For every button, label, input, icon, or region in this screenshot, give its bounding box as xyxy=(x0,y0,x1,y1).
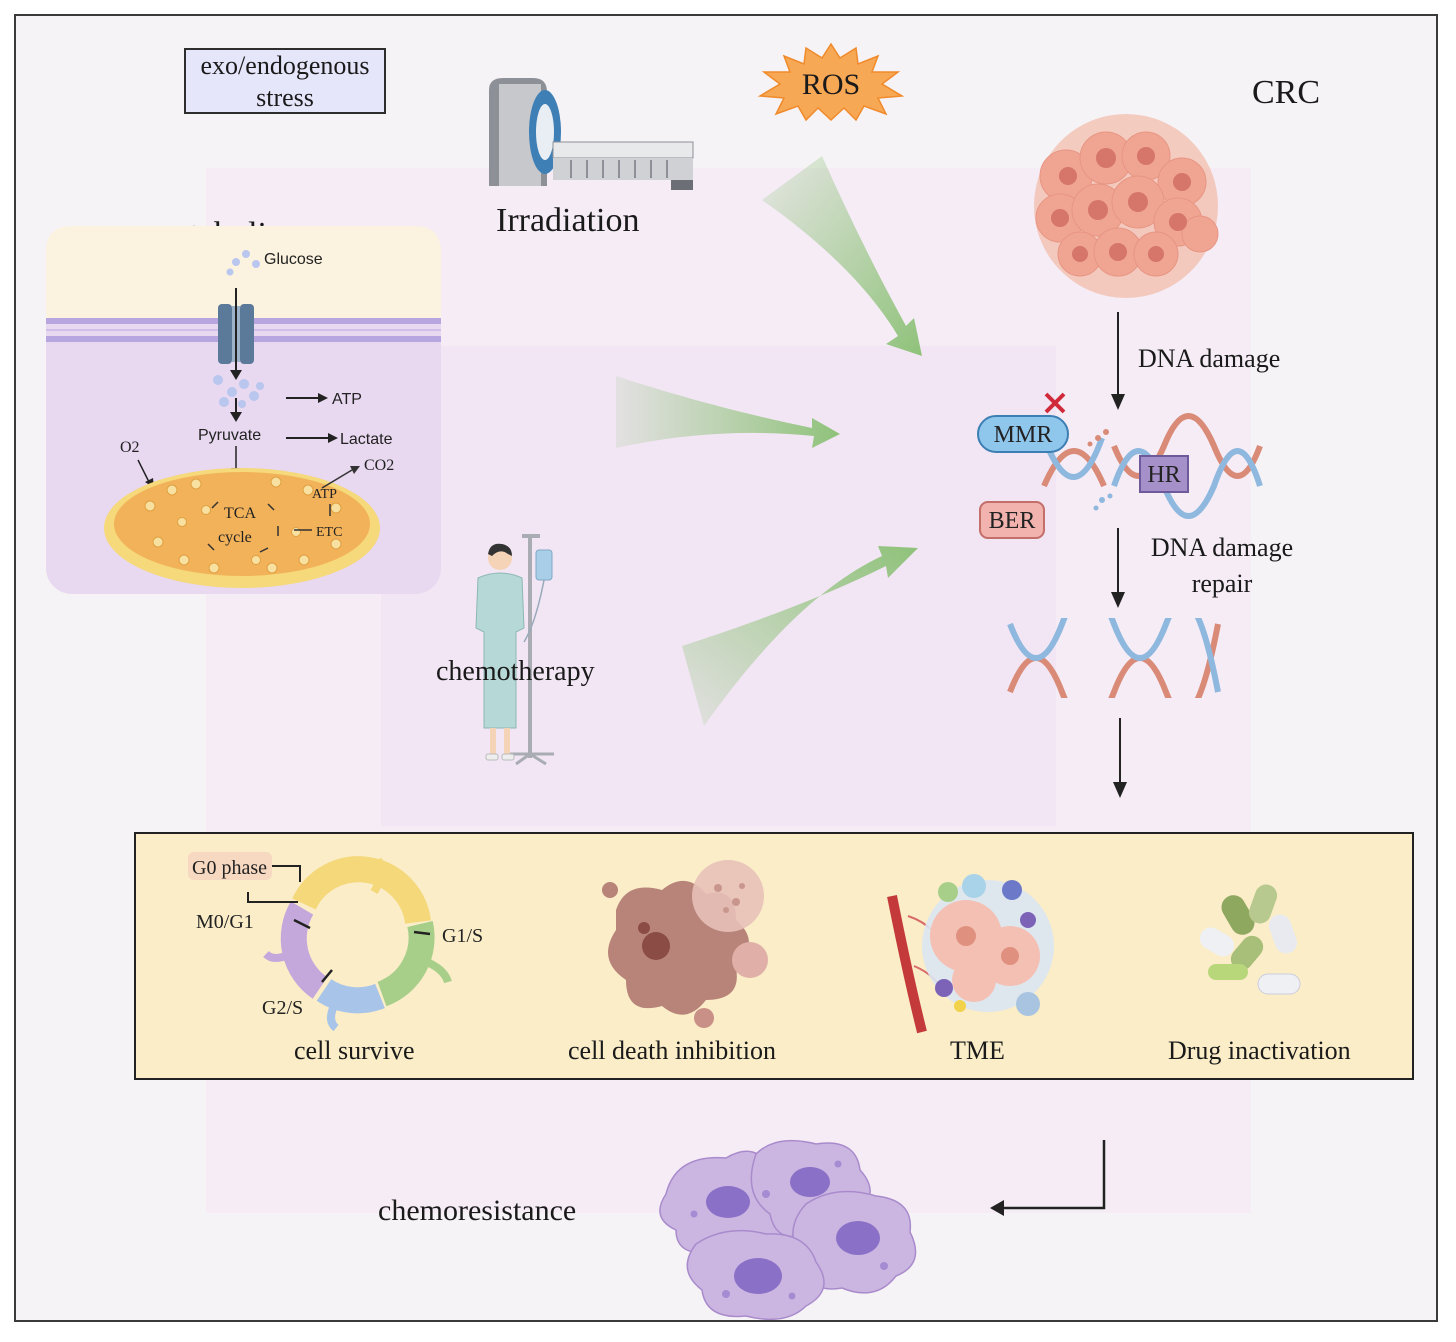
cell-survive-label: cell survive xyxy=(294,1036,415,1065)
cell-death-inhibition-label: cell death inhibition xyxy=(568,1036,776,1065)
hr-label: HR xyxy=(1147,462,1180,488)
damaged-dna-icon: MMR HR BER xyxy=(977,392,1263,539)
pills-icon xyxy=(1199,884,1301,995)
ber-label: BER xyxy=(989,508,1036,534)
tme-label: TME xyxy=(950,1036,1005,1065)
cross-icon xyxy=(1044,392,1066,414)
cycle-label: cycle xyxy=(218,529,252,546)
tca-label: TCA xyxy=(224,505,256,522)
arrow-dna-damage xyxy=(1111,312,1125,410)
pyruvate-label: Pyruvate xyxy=(198,427,261,444)
arrow-chemotherapy xyxy=(682,546,918,726)
tme-icon xyxy=(887,874,1054,1034)
arrow-to-chemoresistance xyxy=(990,1140,1106,1216)
ct-scanner-icon xyxy=(489,78,694,190)
mmr-label: MMR xyxy=(994,422,1053,448)
g0-label: G0 phase xyxy=(192,857,267,879)
m0g1-label: M0/G1 xyxy=(196,911,254,933)
chemotherapy-label: chemotherapy xyxy=(436,656,595,687)
irradiation-label: Irradiation xyxy=(496,202,640,239)
atp-top-label: ATP xyxy=(332,391,362,408)
arrow-to-mechanisms xyxy=(1113,718,1127,798)
cell-death-icon xyxy=(602,860,768,1028)
atp-mito-label: ATP xyxy=(312,487,337,502)
chemoresistance-label: chemoresistance xyxy=(378,1194,577,1227)
arrow-metabolism xyxy=(616,376,840,448)
dna-damage-label: DNA damage xyxy=(1138,344,1281,373)
g1s-label: G1/S xyxy=(442,925,483,947)
ros-burst-icon: ROS xyxy=(757,42,905,122)
arrow-dna-repair xyxy=(1111,528,1125,608)
crc-label: CRC xyxy=(1252,74,1321,111)
dna-repair-label: DNA damage repair xyxy=(1142,530,1302,602)
green-arrows xyxy=(616,156,922,726)
g2s-label: G2/S xyxy=(262,997,303,1019)
stress-box-line1: exo/endogenous xyxy=(200,51,370,80)
crc-tumor-icon xyxy=(1034,114,1219,298)
figure-frame: exo/endogenous stress ROS Irradiation me… xyxy=(14,14,1438,1322)
cell-cycle-icon: G0 phase M0/G1 G1/S G2/S xyxy=(188,852,483,1032)
glucose-label: Glucose xyxy=(264,251,323,268)
dna-repair-line2: repair xyxy=(1191,569,1253,598)
co2-label: CO2 xyxy=(364,457,394,474)
stress-box: exo/endogenous stress xyxy=(184,48,386,114)
metabolism-panel: Glucose ATP Pyruvate Lactate O2 xyxy=(46,226,441,594)
chemoresistant-cells-icon xyxy=(659,1139,917,1320)
patient-with-iv-icon xyxy=(475,534,554,766)
repaired-dna-icon xyxy=(1007,618,1221,698)
drug-inactivation-label: Drug inactivation xyxy=(1168,1036,1351,1065)
etc-label: ETC xyxy=(316,525,342,540)
dna-repair-line1: DNA damage xyxy=(1150,533,1294,562)
stress-box-line2: stress xyxy=(256,83,314,112)
ros-label: ROS xyxy=(802,68,860,101)
o2-label: O2 xyxy=(120,439,140,456)
lactate-label: Lactate xyxy=(340,431,393,448)
arrow-ros xyxy=(762,156,922,356)
